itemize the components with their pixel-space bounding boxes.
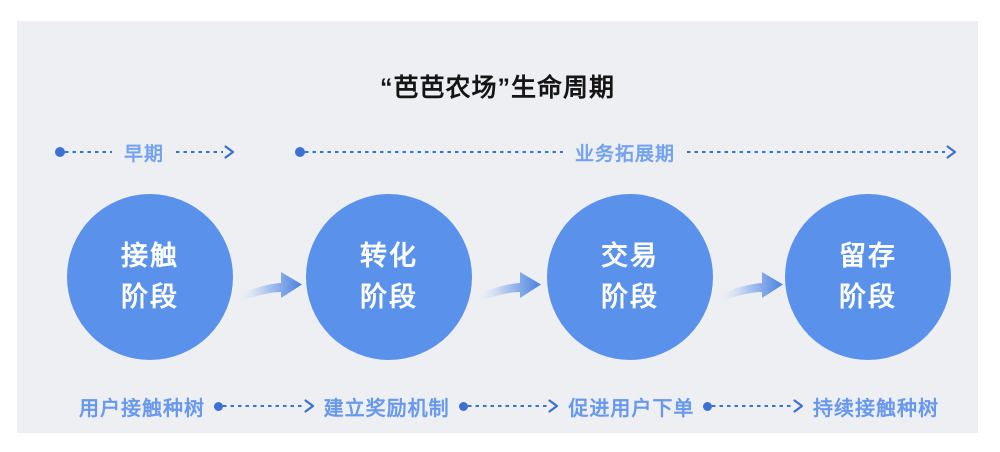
- action-label-incentive: 建立奖励机制: [323, 397, 450, 420]
- stage-line1: 接触: [121, 241, 179, 271]
- dot-icon: [703, 401, 713, 411]
- dashed-line: [712, 404, 793, 408]
- dashed-line: [305, 150, 563, 154]
- chevron-right-icon: [793, 399, 804, 413]
- stage-circle-conversion: 转化 阶段: [306, 194, 472, 360]
- dashed-line: [687, 150, 946, 154]
- stage-circle-retention: 留存 阶段: [785, 194, 951, 360]
- dot-icon: [55, 147, 65, 157]
- action-label-order: 促进用户下单: [568, 397, 695, 420]
- action-connector: [214, 398, 315, 414]
- gradient-arrow-icon: [719, 272, 783, 302]
- chevron-right-icon: [946, 145, 957, 159]
- action-connector: [703, 398, 804, 414]
- lifecycle-card: “芭芭农场”生命周期 早期 业务拓展期 接触 阶段 转化 阶段 交易: [17, 21, 978, 433]
- phase-expansion-label: 业务拓展期: [575, 143, 676, 165]
- action-connector: [458, 398, 560, 414]
- dashed-line: [223, 404, 303, 408]
- chevron-right-icon: [224, 145, 235, 159]
- dashed-line: [467, 404, 548, 408]
- actions-row: 用户接触种树 建立奖励机制 促进用户下单 持续接触种树: [79, 392, 939, 420]
- stage-line1: 交易: [601, 241, 659, 271]
- stage-line2: 阶段: [839, 282, 897, 312]
- action-label-contact: 用户接触种树: [79, 397, 205, 420]
- page-title: “芭芭农场”生命周期: [379, 74, 615, 102]
- gradient-arrow-icon: [238, 272, 302, 302]
- stage-line1: 转化: [360, 241, 418, 271]
- dashed-line: [65, 150, 112, 154]
- phase-expansion-timeline: 业务拓展期: [295, 141, 957, 165]
- phase-early-timeline: 早期: [55, 141, 235, 165]
- chevron-right-icon: [548, 399, 559, 413]
- action-label-retain: 持续接触种树: [813, 397, 940, 420]
- stage-circle-contact: 接触 阶段: [67, 194, 233, 360]
- dot-icon: [214, 401, 223, 411]
- stage-circle-transaction: 交易 阶段: [547, 194, 713, 360]
- gradient-arrow-icon: [477, 272, 541, 302]
- dot-icon: [458, 401, 468, 411]
- dot-icon: [295, 147, 305, 157]
- stage-line1: 留存: [839, 241, 897, 271]
- dashed-line: [176, 150, 224, 154]
- stage-line2: 阶段: [121, 282, 179, 312]
- phase-early-label: 早期: [124, 143, 165, 165]
- stage-line2: 阶段: [601, 282, 659, 312]
- stage-line2: 阶段: [360, 282, 418, 312]
- chevron-right-icon: [304, 399, 314, 413]
